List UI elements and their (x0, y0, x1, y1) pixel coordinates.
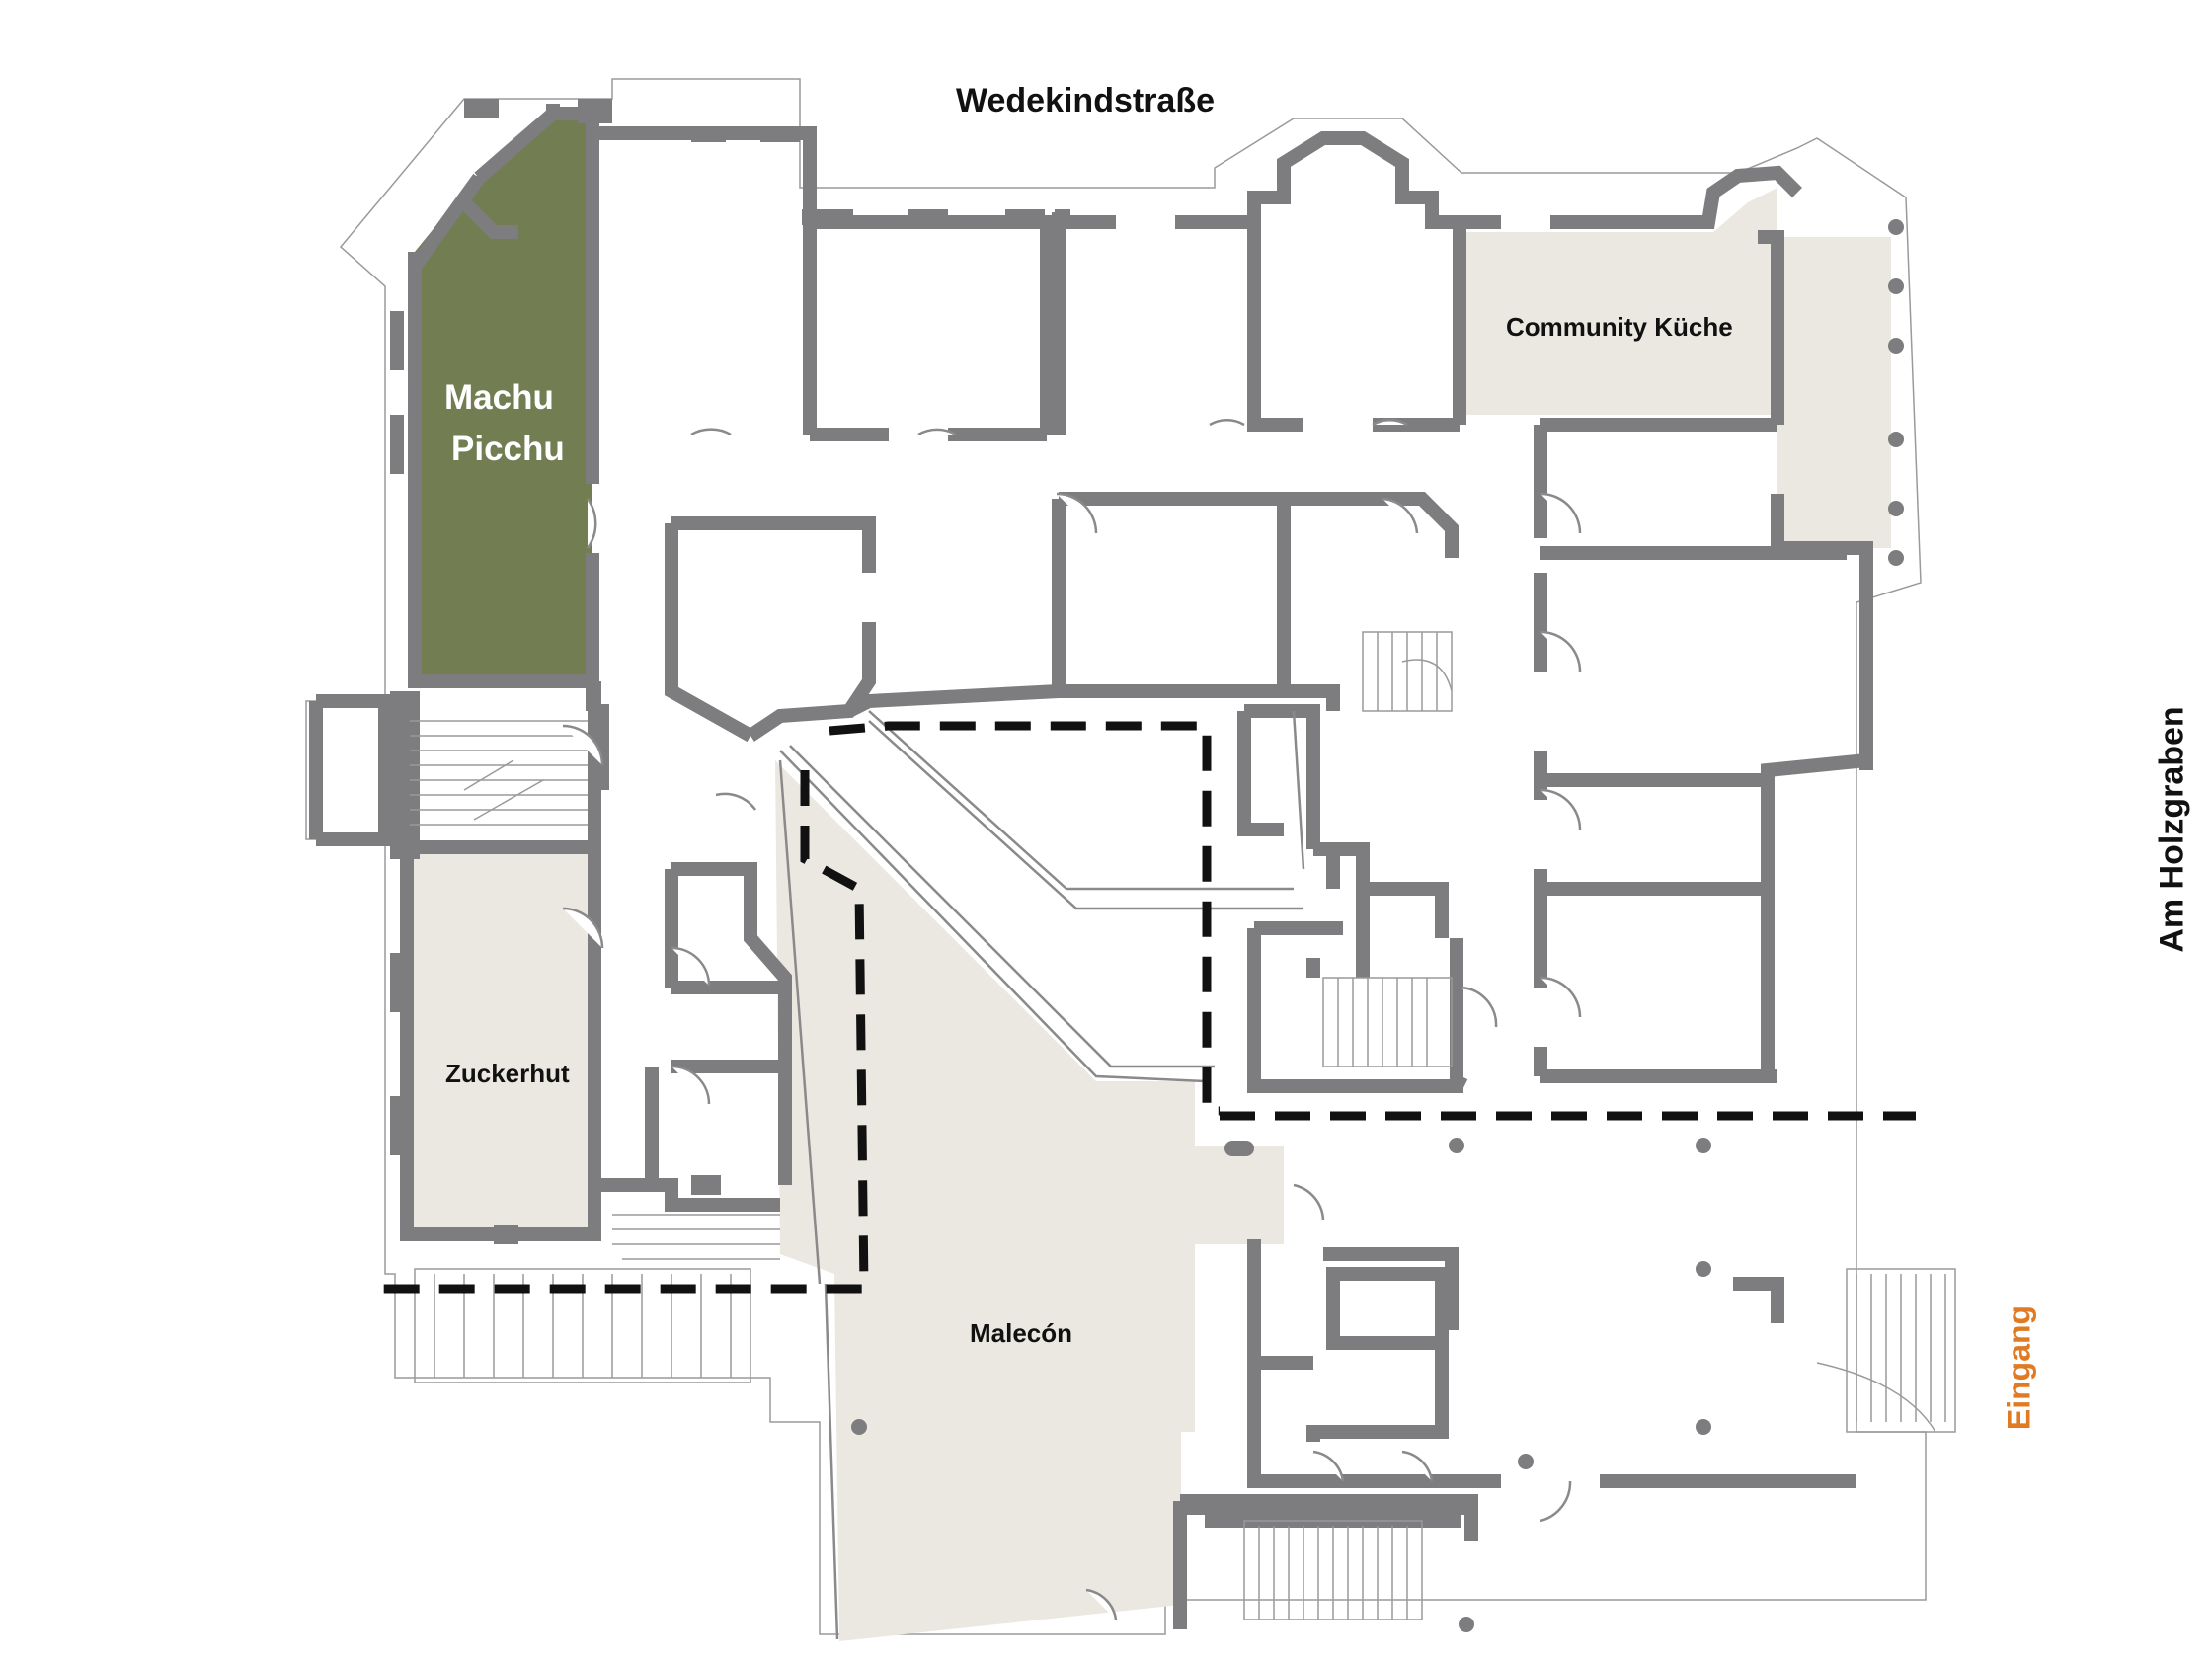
room-label-machu-picchu-2: Picchu (451, 430, 565, 468)
columns (851, 219, 1904, 1632)
doors (562, 419, 1582, 1620)
stairs (410, 631, 1956, 1620)
room-malecon[interactable] (775, 760, 1284, 1641)
boundary-dashed-lower (375, 770, 869, 1294)
room-kitchen-annex[interactable] (1778, 237, 1891, 548)
room-label-malecon: Malecón (970, 1318, 1073, 1348)
diagonal-wall (779, 750, 1206, 1083)
entrance-label: Eingang (2001, 1304, 2037, 1431)
room-label-machu-picchu-1: Machu (444, 378, 554, 417)
room-machu-picchu[interactable] (415, 118, 592, 681)
room-label-zuckerhut: Zuckerhut (445, 1059, 570, 1088)
room-community-kitchen[interactable] (1460, 188, 1778, 415)
room-label-community-kitchen: Community Küche (1506, 312, 1733, 342)
boundary-dashed-upper (829, 721, 1916, 1121)
room-zuckerhut[interactable] (407, 847, 594, 1227)
street-label-right: Am Holzgraben (2153, 706, 2191, 953)
street-label-top: Wedekindstraße (956, 82, 1216, 119)
